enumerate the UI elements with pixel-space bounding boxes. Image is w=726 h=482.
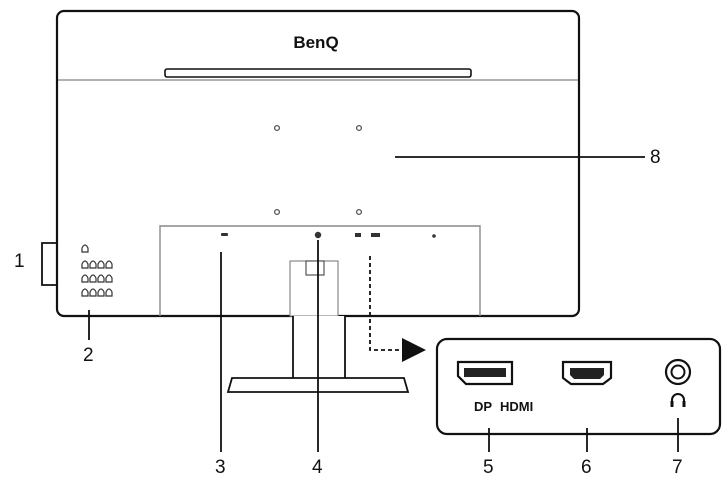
- callout-5: 5: [483, 457, 494, 478]
- callout-3: 3: [215, 457, 226, 478]
- dp-port-label: DP: [474, 399, 492, 414]
- connector-housing: [159, 225, 481, 316]
- headphone-icon: [670, 393, 686, 407]
- arrow-head-icon: [402, 338, 426, 362]
- displayport-icon: [456, 360, 514, 386]
- dashed-connector: [369, 256, 400, 351]
- callout-2: 2: [83, 345, 94, 366]
- brand-logo: BenQ: [293, 33, 338, 52]
- callout-8: 8: [650, 147, 661, 168]
- callout-leaders: [88, 156, 645, 452]
- callout-1-bracket: [41, 242, 58, 286]
- hdmi-port-label: HDMI: [500, 399, 533, 414]
- callout-1: 1: [14, 251, 25, 272]
- callout-4: 4: [312, 457, 323, 478]
- hdmi-icon: [561, 360, 613, 386]
- vesa-screws: [273, 124, 363, 216]
- port-leaders: [488, 418, 679, 452]
- callout-6: 6: [581, 457, 592, 478]
- control-buttons: [81, 244, 113, 297]
- housing-port-marks: [221, 231, 436, 239]
- monitor-top-ridge: [164, 68, 472, 78]
- callout-7: 7: [672, 457, 683, 478]
- headphone-jack-icon: [664, 358, 692, 386]
